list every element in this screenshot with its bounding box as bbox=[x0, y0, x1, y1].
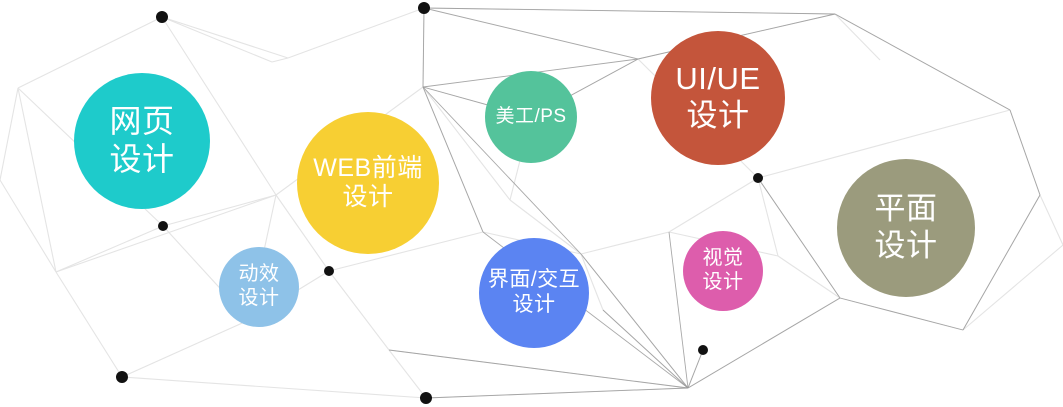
network-edge-dark bbox=[423, 7, 836, 15]
network-edge-dark bbox=[425, 387, 689, 399]
network-edge-light bbox=[509, 199, 582, 255]
network-edge-light bbox=[17, 87, 57, 273]
bubble-label-line2: 设计 bbox=[238, 287, 280, 309]
network-edge-light bbox=[121, 319, 250, 378]
network-edge-light bbox=[275, 194, 330, 272]
network-edge-light bbox=[55, 225, 164, 273]
network-edge-light bbox=[161, 16, 273, 63]
network-edge-light bbox=[580, 253, 604, 311]
network-edge-dark bbox=[834, 13, 1011, 111]
bubble-label-line2: 设计 bbox=[512, 293, 556, 316]
node-dot bbox=[156, 11, 168, 23]
network-edge-light bbox=[161, 16, 277, 196]
network-edge-light bbox=[834, 13, 881, 61]
network-edge-dark bbox=[757, 177, 841, 299]
bubble-label-line2: 设计 bbox=[109, 141, 175, 177]
bubble-label-line1: WEB前端 bbox=[313, 153, 423, 182]
bubble-interface-interaction-design[interactable]: 界面/交互设计 bbox=[479, 238, 589, 348]
network-edge-light bbox=[757, 109, 1011, 179]
network-edge-light bbox=[328, 231, 484, 272]
network-edge-dark bbox=[423, 7, 639, 60]
network-edge-light bbox=[0, 87, 19, 181]
bubble-label-line1: UI/UE bbox=[675, 61, 761, 97]
node-dot bbox=[420, 392, 432, 404]
network-edge-light bbox=[328, 270, 390, 351]
bubble-art-ps[interactable]: 美工/PS bbox=[485, 71, 577, 163]
bubble-label-line1: 视觉 bbox=[702, 247, 744, 270]
network-edge-light bbox=[962, 244, 1063, 331]
network-edge-dark bbox=[839, 297, 964, 331]
bubble-label-line2: 设计 bbox=[702, 271, 744, 293]
network-edge-light bbox=[121, 376, 427, 399]
network-edge-dark bbox=[388, 349, 689, 389]
node-dot bbox=[418, 2, 430, 14]
bubble-label-line1: 平面 bbox=[874, 191, 938, 227]
bubble-graphic-design[interactable]: 平面设计 bbox=[837, 159, 975, 297]
node-dot bbox=[324, 266, 334, 276]
network-edge-light bbox=[287, 7, 425, 59]
network-edge-light bbox=[388, 349, 427, 399]
network-edge-light bbox=[17, 16, 163, 89]
bubble-motion-design[interactable]: 动效设计 bbox=[219, 247, 299, 327]
network-edge-light bbox=[55, 194, 277, 273]
node-dot-group bbox=[116, 2, 763, 404]
bubble-web-page-design[interactable]: 网页设计 bbox=[74, 73, 210, 209]
bubble-label-line2: 设计 bbox=[874, 228, 938, 263]
node-dot bbox=[753, 173, 763, 183]
network-edge-light bbox=[777, 255, 841, 299]
network-edge-dark bbox=[687, 297, 841, 389]
node-dot bbox=[698, 345, 708, 355]
network-edge-light bbox=[1039, 194, 1063, 246]
network-edge-light bbox=[668, 177, 759, 233]
network-edge-light bbox=[422, 86, 511, 201]
network-edge-dark bbox=[602, 309, 689, 389]
bubble-visual-design[interactable]: 视觉设计 bbox=[683, 231, 763, 311]
bubble-label-line1: 网页 bbox=[109, 103, 175, 140]
network-edge-dark bbox=[422, 7, 425, 88]
node-dot bbox=[158, 221, 168, 231]
network-edge-dark bbox=[580, 253, 689, 389]
network-edge-light bbox=[162, 194, 277, 227]
network-edge-dark bbox=[422, 86, 582, 255]
network-edge-light bbox=[161, 16, 289, 59]
bubble-label-line1: 美工/PS bbox=[495, 105, 567, 127]
network-edge-dark bbox=[422, 86, 484, 233]
node-dot bbox=[116, 371, 128, 383]
network-edge-dark bbox=[1009, 109, 1041, 196]
network-edge-light bbox=[0, 179, 57, 273]
network-edge-dark bbox=[687, 349, 704, 389]
network-edge-dark bbox=[962, 194, 1041, 331]
bubble-label-line1: 动效 bbox=[238, 263, 280, 286]
bubble-web-frontend-design[interactable]: WEB前端设计 bbox=[297, 112, 439, 254]
bubble-label-line2: 设计 bbox=[342, 183, 394, 211]
network-edge-light bbox=[757, 177, 779, 257]
bubble-label-line2: 设计 bbox=[686, 98, 750, 133]
network-edge-light bbox=[580, 231, 670, 255]
network-edge-dark bbox=[668, 231, 689, 389]
network-edge-light bbox=[271, 57, 289, 63]
network-edge-light bbox=[55, 271, 123, 378]
bubble-label-line1: 界面/交互 bbox=[487, 268, 581, 292]
